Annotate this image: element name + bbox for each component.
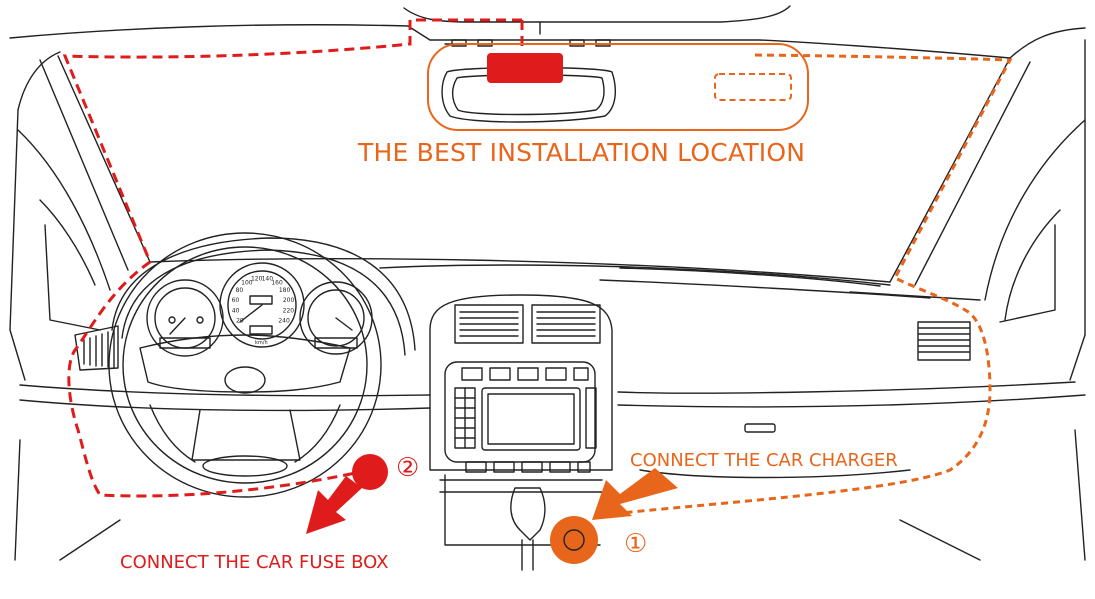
- best-location-highlight: [427, 43, 809, 131]
- dashboard: [9, 258, 1086, 561]
- speedometer-tick-label: 140: [262, 276, 274, 283]
- speedometer-tick-label: 100: [241, 280, 253, 287]
- dash-cam-marker-alt: [714, 73, 792, 101]
- speed-unit-label: km/h: [255, 340, 268, 346]
- roof-outline: [9, 5, 1086, 111]
- fuse-box-arrow: [306, 476, 362, 534]
- steering-wheel: [108, 232, 382, 498]
- speedometer-tick-label: 180: [279, 287, 291, 294]
- speedometer-tick-label: 160: [271, 280, 283, 287]
- glove-box: [639, 423, 911, 479]
- dash-cam-marker-red: [487, 53, 563, 83]
- left-air-vent: [74, 325, 119, 371]
- fuse-box-marker: [352, 454, 388, 490]
- charger-arrow: [592, 468, 678, 520]
- left-a-pillar: [9, 55, 151, 331]
- speedometer-tick-label: 220: [283, 308, 295, 315]
- step-2-marker: ②: [396, 453, 420, 483]
- speedometer-tick-label: 200: [283, 297, 295, 304]
- speedometer-tick-label: 40: [232, 308, 240, 315]
- connect-charger-label: CONNECT THE CAR CHARGER: [630, 450, 898, 471]
- speedometer-tick-label: 80: [236, 287, 244, 294]
- center-console: [429, 294, 613, 571]
- instrument-cluster: [111, 237, 416, 357]
- charger-cable-route: [599, 53, 1013, 517]
- connect-fuse-box-label: CONNECT THE CAR FUSE BOX: [120, 552, 389, 573]
- speedometer-tick-label: 120: [251, 276, 263, 283]
- right-air-vent: [917, 321, 971, 361]
- best-location-label: THE BEST INSTALLATION LOCATION: [358, 138, 806, 167]
- speedometer-tick-label: 20: [236, 318, 244, 325]
- charger-socket: [550, 516, 598, 564]
- right-a-pillar: [889, 39, 1086, 336]
- step-1-marker: ①: [624, 529, 648, 559]
- speedometer-tick-label: 240: [278, 318, 290, 325]
- speedometer-tick-label: 60: [232, 297, 240, 304]
